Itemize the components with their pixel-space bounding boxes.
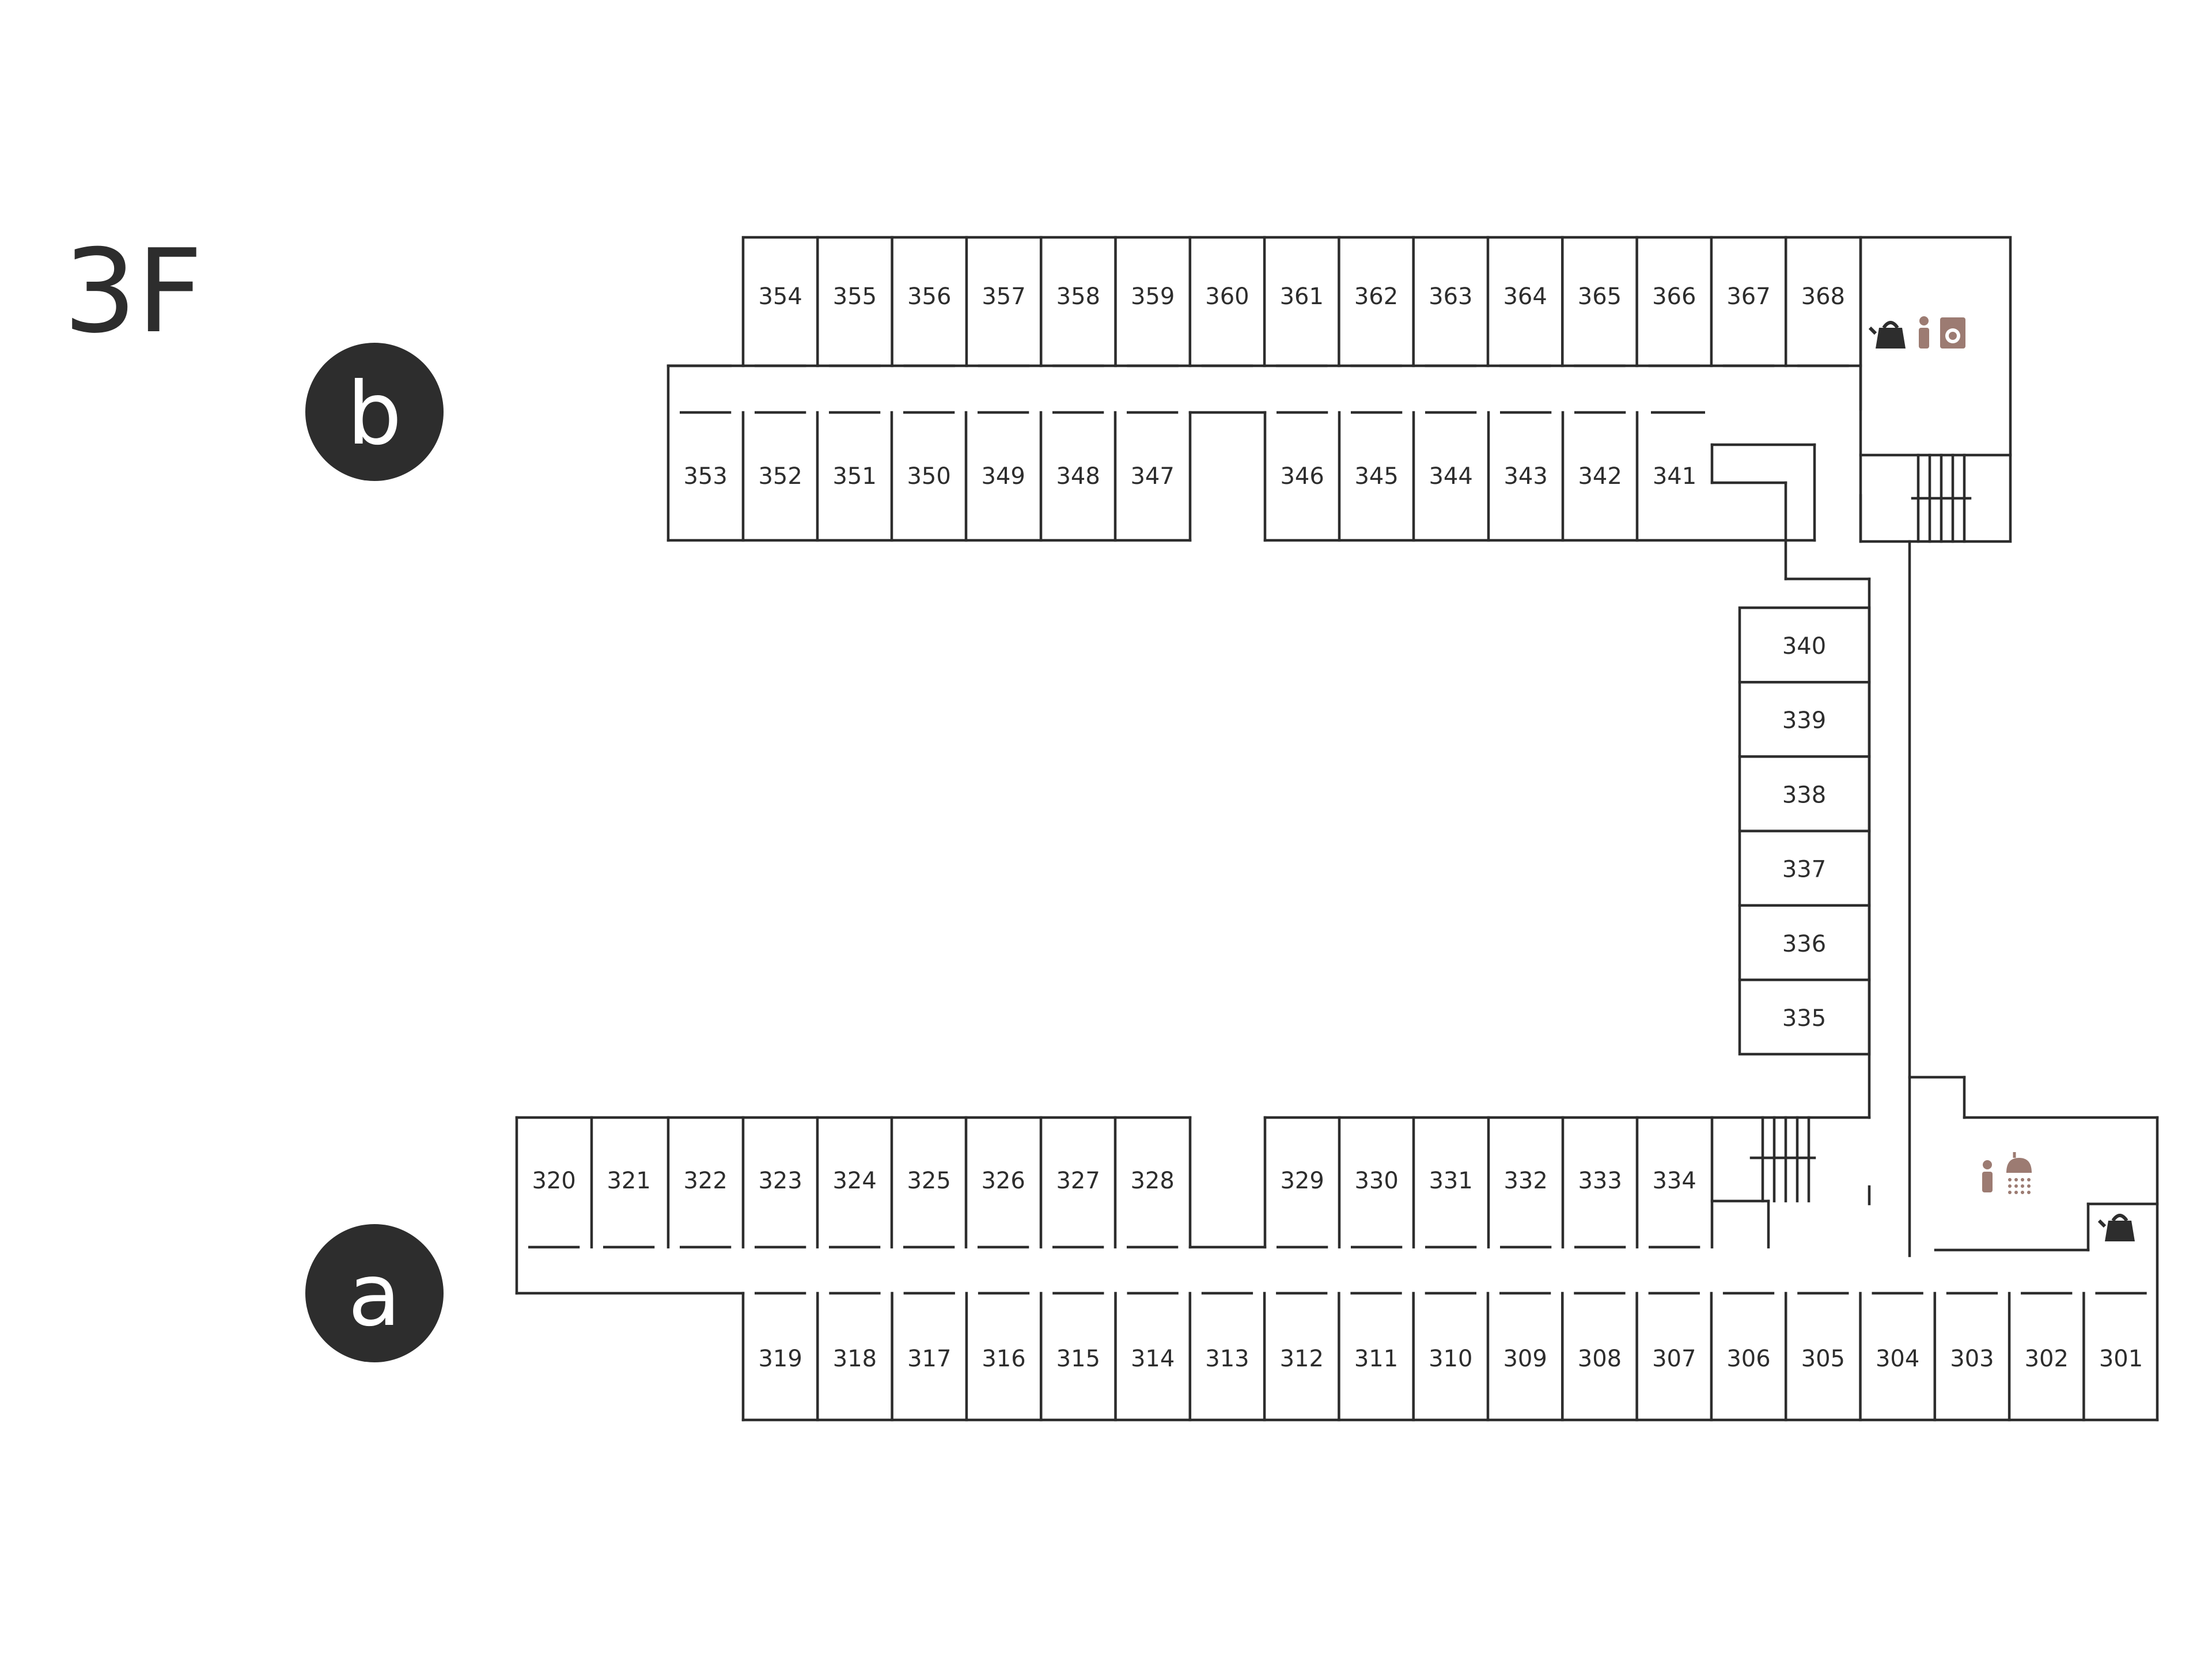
room-332[interactable]: 332 xyxy=(1503,1168,1547,1194)
room-353[interactable]: 353 xyxy=(683,463,727,490)
floor-label: 3F xyxy=(63,225,203,359)
room-315[interactable]: 315 xyxy=(1056,1346,1100,1372)
room-304[interactable]: 304 xyxy=(1876,1346,1919,1372)
wing-badge-b-label: b xyxy=(347,364,402,464)
room-362[interactable]: 362 xyxy=(1354,283,1398,310)
room-311[interactable]: 311 xyxy=(1354,1346,1398,1372)
room-309[interactable]: 309 xyxy=(1503,1346,1547,1372)
room-326[interactable]: 326 xyxy=(981,1168,1025,1194)
room-342[interactable]: 342 xyxy=(1578,463,1622,490)
room-339[interactable]: 339 xyxy=(1782,707,1826,734)
room-364[interactable]: 364 xyxy=(1503,283,1547,310)
room-322[interactable]: 322 xyxy=(683,1168,727,1194)
room-320[interactable]: 320 xyxy=(532,1168,575,1194)
room-310[interactable]: 310 xyxy=(1429,1346,1472,1372)
amenities-wing-b xyxy=(1868,316,1965,349)
room-313[interactable]: 313 xyxy=(1205,1346,1249,1372)
room-318[interactable]: 318 xyxy=(833,1346,877,1372)
room-302[interactable]: 302 xyxy=(2025,1346,2069,1372)
room-361[interactable]: 361 xyxy=(1280,283,1324,310)
room-331[interactable]: 331 xyxy=(1429,1168,1472,1194)
room-306[interactable]: 306 xyxy=(1726,1346,1770,1372)
room-346[interactable]: 346 xyxy=(1280,463,1324,490)
room-324[interactable]: 324 xyxy=(832,1168,876,1194)
east-wing-structure xyxy=(1738,540,1911,1257)
room-349[interactable]: 349 xyxy=(981,463,1025,490)
shower-icon xyxy=(2006,1152,2032,1194)
stairs-a xyxy=(1710,1116,1816,1249)
kettle-icon xyxy=(1868,321,1906,349)
room-323[interactable]: 323 xyxy=(758,1168,802,1194)
room-334[interactable]: 334 xyxy=(1652,1168,1696,1194)
room-355[interactable]: 355 xyxy=(833,283,877,310)
room-357[interactable]: 357 xyxy=(982,283,1025,310)
room-307[interactable]: 307 xyxy=(1652,1346,1696,1372)
room-368[interactable]: 368 xyxy=(1801,283,1845,310)
room-308[interactable]: 308 xyxy=(1578,1346,1622,1372)
room-330[interactable]: 330 xyxy=(1354,1168,1398,1194)
kettle-icon xyxy=(2097,1214,2135,1241)
room-303[interactable]: 303 xyxy=(1950,1346,1994,1372)
wing-badge-a-label: a xyxy=(348,1245,401,1346)
amenities-wing-a xyxy=(1982,1152,2135,1241)
room-325[interactable]: 325 xyxy=(907,1168,950,1194)
room-366[interactable]: 366 xyxy=(1652,283,1696,310)
room-328[interactable]: 328 xyxy=(1130,1168,1174,1194)
room-352[interactable]: 352 xyxy=(758,463,802,490)
room-359[interactable]: 359 xyxy=(1131,283,1175,310)
room-314[interactable]: 314 xyxy=(1131,1346,1175,1372)
vending-icon xyxy=(1919,316,1929,349)
room-354[interactable]: 354 xyxy=(758,283,802,310)
room-348[interactable]: 348 xyxy=(1056,463,1100,490)
room-312[interactable]: 312 xyxy=(1280,1346,1324,1372)
room-345[interactable]: 345 xyxy=(1354,463,1398,490)
room-344[interactable]: 344 xyxy=(1429,463,1472,490)
stairs-b xyxy=(1911,453,1972,543)
room-365[interactable]: 365 xyxy=(1578,283,1622,310)
room-333[interactable]: 333 xyxy=(1578,1168,1622,1194)
room-340[interactable]: 340 xyxy=(1782,633,1826,660)
door-marks xyxy=(528,364,2147,1295)
vending-icon xyxy=(1982,1160,1993,1192)
room-336[interactable]: 336 xyxy=(1782,931,1826,957)
washing-machine-icon xyxy=(1940,317,1965,349)
room-343[interactable]: 343 xyxy=(1503,463,1547,490)
room-341[interactable]: 341 xyxy=(1653,463,1696,490)
room-316[interactable]: 316 xyxy=(982,1346,1025,1372)
room-360[interactable]: 360 xyxy=(1205,283,1249,310)
room-321[interactable]: 321 xyxy=(607,1168,650,1194)
room-317[interactable]: 317 xyxy=(907,1346,951,1372)
room-347[interactable]: 347 xyxy=(1130,463,1174,490)
room-358[interactable]: 358 xyxy=(1056,283,1100,310)
room-305[interactable]: 305 xyxy=(1801,1346,1845,1372)
room-351[interactable]: 351 xyxy=(832,463,876,490)
room-327[interactable]: 327 xyxy=(1056,1168,1100,1194)
room-350[interactable]: 350 xyxy=(907,463,950,490)
room-301[interactable]: 301 xyxy=(2099,1346,2143,1372)
room-335[interactable]: 335 xyxy=(1782,1005,1826,1032)
room-363[interactable]: 363 xyxy=(1429,283,1472,310)
wing-badge-a[interactable]: a xyxy=(305,1224,444,1362)
wing-a-structure xyxy=(515,1075,2159,1422)
room-329[interactable]: 329 xyxy=(1280,1168,1324,1194)
room-337[interactable]: 337 xyxy=(1782,857,1826,883)
room-367[interactable]: 367 xyxy=(1726,283,1770,310)
room-338[interactable]: 338 xyxy=(1782,782,1826,808)
room-319[interactable]: 319 xyxy=(758,1346,802,1372)
room-356[interactable]: 356 xyxy=(907,283,951,310)
wing-badge-b[interactable]: b xyxy=(305,343,444,481)
room-labels: 354 355 356 357 358 359 360 361 362 363 364 365 366 3… xyxy=(532,283,2143,1372)
